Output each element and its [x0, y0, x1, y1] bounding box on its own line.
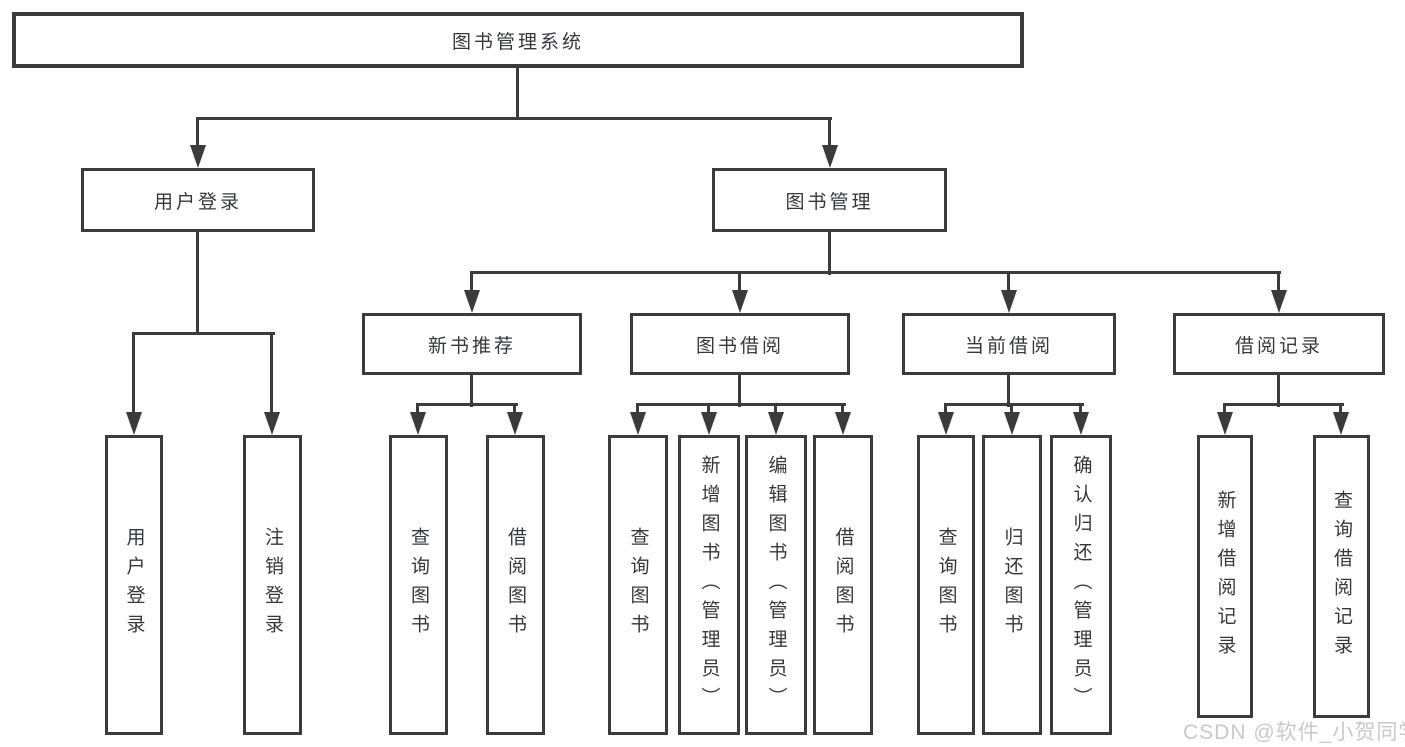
node-user-login: 用户登录 [81, 168, 315, 232]
leaf-user-login: 用户登录 [105, 435, 163, 735]
connector-drop [270, 332, 273, 414]
connector-book-mgmt-stem [828, 232, 831, 275]
connector-branch [416, 403, 518, 406]
node-new-book-recommend: 新书推荐 [362, 313, 582, 375]
connector-drop [196, 117, 199, 147]
leaf-add-book-admin: 新增图书（管理员） [678, 435, 740, 735]
connector-drop [1010, 403, 1013, 415]
arrow-down-icon [1271, 290, 1287, 313]
arrow-down-icon [507, 412, 523, 435]
connector-root-stem [516, 66, 519, 120]
arrow-down-icon [701, 412, 717, 435]
connector-drop [636, 403, 639, 415]
arrow-down-icon [464, 290, 480, 313]
arrow-down-icon [1073, 412, 1089, 435]
leaf-logout: 注销登录 [243, 435, 302, 735]
connector-stem [1277, 375, 1280, 407]
connector-branch [944, 403, 1084, 406]
arrow-down-icon [126, 412, 142, 435]
connector-stem [470, 375, 473, 407]
connector-drop [132, 332, 135, 414]
arrow-down-icon [630, 412, 646, 435]
connector-stem [1007, 375, 1010, 407]
connector-branch [1223, 403, 1344, 406]
csdn-watermark: CSDN @软件_小贺同学 [1183, 721, 1405, 744]
connector-user-login-stem [196, 232, 199, 335]
leaf-query-books-borrowing: 查询图书 [608, 435, 668, 735]
leaf-return-books: 归还图书 [982, 435, 1042, 735]
leaf-edit-book-admin: 编辑图书（管理员） [745, 435, 807, 735]
leaf-add-borrow-record: 新增借阅记录 [1197, 435, 1253, 718]
arrow-down-icon [768, 412, 784, 435]
arrow-down-icon [835, 412, 851, 435]
connector-drop [828, 117, 831, 147]
leaf-query-borrow-record: 查询借阅记录 [1313, 435, 1370, 718]
connector-drop [416, 403, 419, 415]
arrow-down-icon [1004, 412, 1020, 435]
connector-drop [470, 271, 473, 292]
connector-drop [841, 403, 844, 415]
leaf-query-books-current: 查询图书 [917, 435, 975, 735]
connector-drop [738, 271, 741, 292]
connector-drop [944, 403, 947, 415]
arrow-down-icon [264, 412, 280, 435]
connector-book-mgmt-branch [470, 271, 1281, 274]
connector-drop [774, 403, 777, 415]
arrow-down-icon [1333, 412, 1349, 435]
node-library-management-system: 图书管理系统 [12, 12, 1024, 68]
connector-stem [738, 375, 741, 407]
leaf-borrow-books-recommend: 借阅图书 [486, 435, 545, 735]
connector-drop [1339, 403, 1342, 415]
connector-drop [513, 403, 516, 415]
connector-root-branch [196, 117, 832, 120]
arrow-down-icon [190, 145, 206, 168]
arrow-down-icon [822, 145, 838, 168]
node-book-borrowing: 图书借阅 [630, 313, 850, 375]
arrow-down-icon [410, 412, 426, 435]
connector-drop [707, 403, 710, 415]
arrow-down-icon [732, 290, 748, 313]
arrow-down-icon [1001, 290, 1017, 313]
connector-drop [1223, 403, 1226, 415]
node-borrowing-records: 借阅记录 [1173, 313, 1385, 375]
node-current-borrowing: 当前借阅 [902, 313, 1116, 375]
connector-drop [1079, 403, 1082, 415]
arrow-down-icon [938, 412, 954, 435]
leaf-confirm-return-admin: 确认归还（管理员） [1050, 435, 1112, 735]
connector-user-login-branch [132, 332, 275, 335]
leaf-query-books-recommend: 查询图书 [389, 435, 448, 735]
connector-drop [1007, 271, 1010, 292]
leaf-borrow-books-borrowing: 借阅图书 [813, 435, 873, 735]
connector-drop [1277, 271, 1280, 292]
arrow-down-icon [1217, 412, 1233, 435]
connector-branch [636, 403, 846, 406]
node-book-management: 图书管理 [712, 168, 947, 232]
